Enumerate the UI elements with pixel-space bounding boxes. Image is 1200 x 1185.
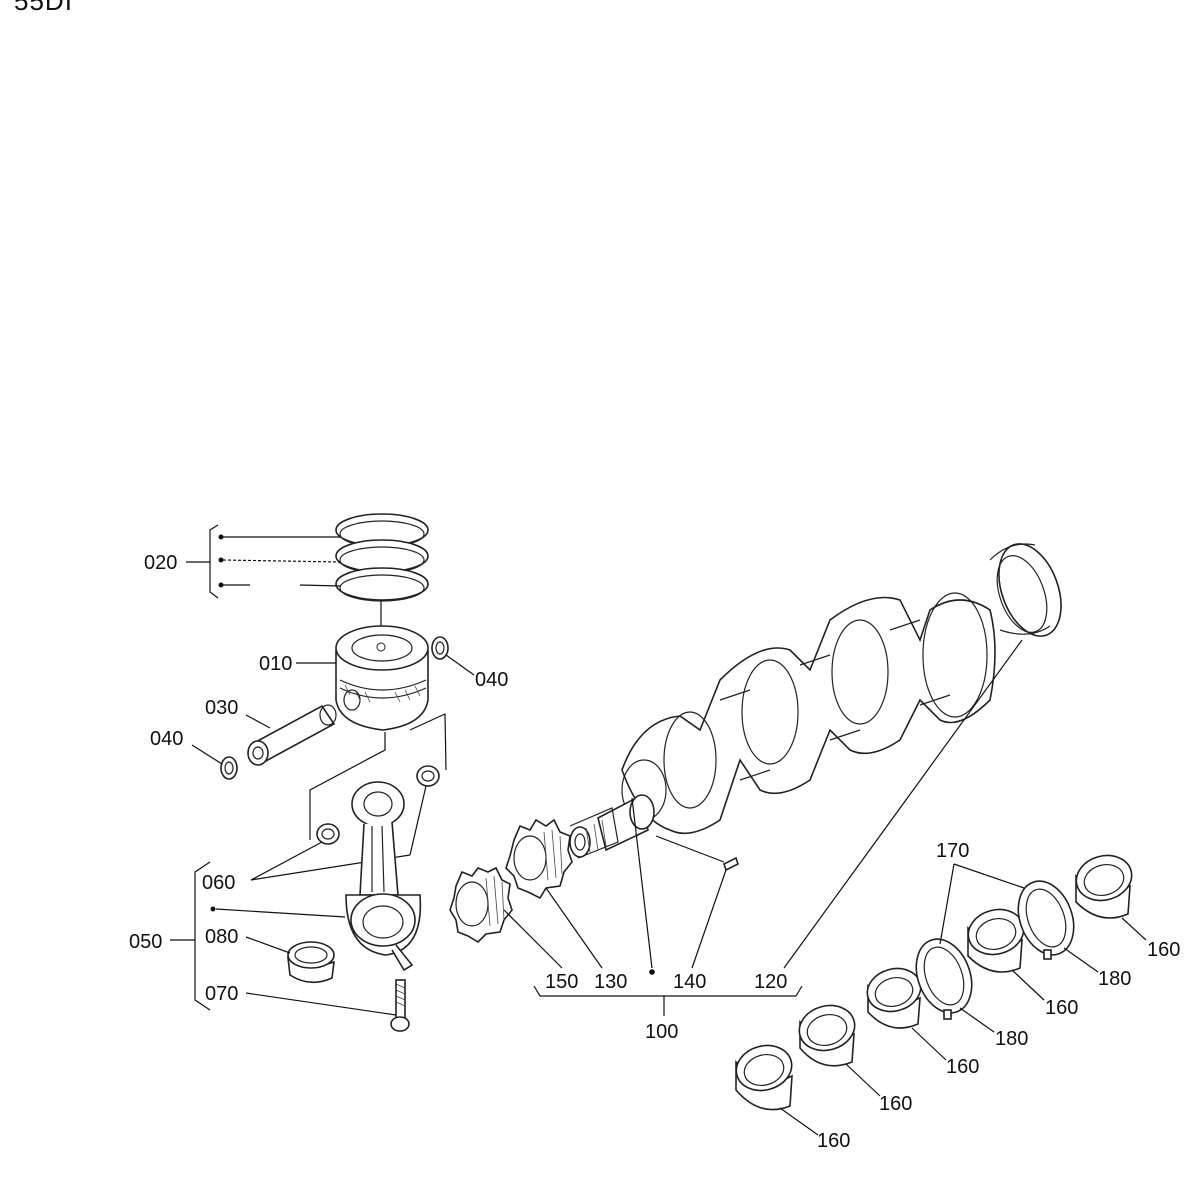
label-020: 020 [144,552,177,574]
main-bearing-2[interactable] [794,1000,859,1067]
woodruff-key[interactable] [723,856,739,872]
piston-rings[interactable] [335,513,429,602]
label-160-c: 160 [946,1056,979,1078]
piston-pin[interactable] [247,704,337,766]
leader-050 [170,861,346,1011]
label-040-left: 040 [150,728,183,750]
main-bearing-1[interactable] [731,1040,796,1111]
big-end-bearing[interactable] [287,941,335,984]
label-080: 080 [205,926,238,948]
label-140: 140 [673,971,706,993]
label-160-a: 160 [817,1130,850,1152]
label-160-e: 160 [1147,939,1180,961]
small-end-bushing-a[interactable] [316,823,340,845]
label-030: 030 [205,697,238,719]
small-end-bushing-b[interactable] [416,765,440,787]
crank-gear[interactable] [505,818,573,900]
circlip-left[interactable] [220,756,238,780]
crankshaft-sleeve[interactable] [987,535,1072,644]
main-bearing-4[interactable] [963,904,1028,973]
main-bearing-3[interactable] [862,963,925,1029]
label-010: 010 [259,653,292,675]
diagram-code: 55DI [14,0,73,16]
connecting-rod-bolt[interactable] [390,979,410,1032]
oil-pump-gear[interactable] [449,866,513,944]
crankshaft[interactable] [569,592,996,859]
label-160-d: 160 [1045,997,1078,1019]
thrust-washer-2[interactable] [1009,873,1084,962]
label-060: 060 [202,872,235,894]
label-100: 100 [645,1021,678,1043]
main-bearing-5[interactable] [1071,850,1136,919]
piston[interactable] [335,625,429,731]
connecting-rod[interactable] [345,781,422,972]
label-050: 050 [129,931,162,953]
label-180-a: 180 [995,1028,1028,1050]
label-150: 150 [545,971,578,993]
label-070: 070 [205,983,238,1005]
label-120: 120 [754,971,787,993]
label-130: 130 [594,971,627,993]
label-180-b: 180 [1098,968,1131,990]
label-170: 170 [936,840,969,862]
thrust-washer-1[interactable] [907,931,982,1020]
label-160-b: 160 [879,1093,912,1115]
leader-100 [533,985,803,1016]
label-040-right: 040 [475,669,508,691]
circlip-right[interactable] [431,636,449,660]
